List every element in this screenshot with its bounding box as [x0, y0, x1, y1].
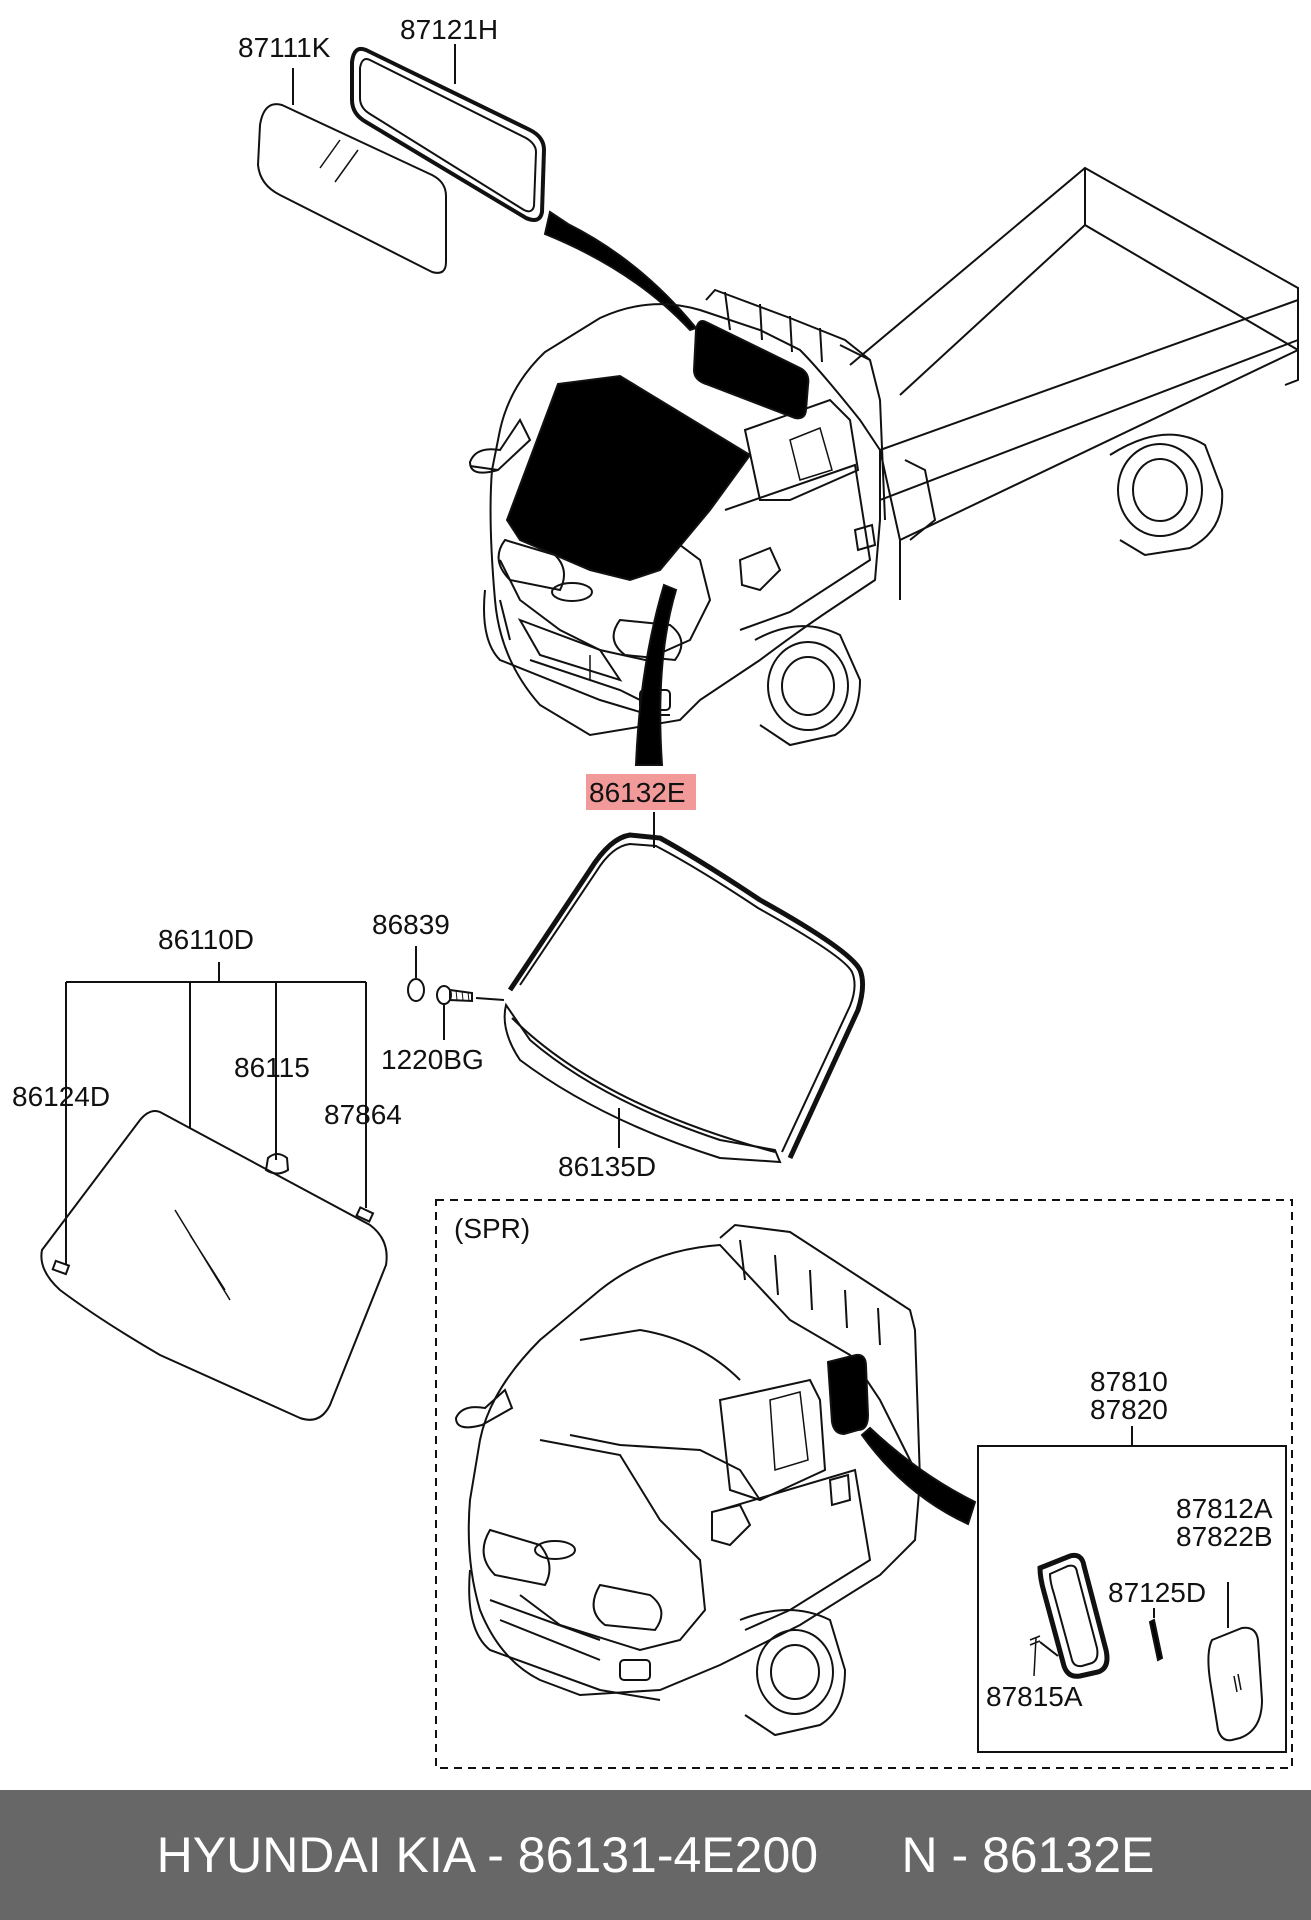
- part-86110d-glass[interactable]: [40, 1110, 388, 1421]
- label-87810[interactable]: 87810: [1090, 1366, 1168, 1397]
- label-87111k: 87111K: [238, 32, 331, 63]
- leader-screw-to-strip: [475, 997, 505, 1001]
- label-87822b[interactable]: 87822B: [1176, 1521, 1273, 1552]
- label-86135d[interactable]: 86135D: [558, 1151, 656, 1182]
- windshield-dark-area: [505, 374, 752, 582]
- part-87125d-moulding[interactable]: [1148, 1618, 1164, 1662]
- label-87812a[interactable]: 87812A: [1176, 1493, 1273, 1524]
- part-86839-clip[interactable]: [407, 978, 425, 1002]
- label-spr: (SPR): [454, 1213, 530, 1244]
- label-1220bg[interactable]: 1220BG: [381, 1044, 484, 1075]
- footer-alt-number: N - 86132E: [901, 1827, 1155, 1883]
- pointer-arrow-rear-window: [543, 210, 698, 332]
- highlight-86132e: [586, 774, 696, 810]
- spr-quarter-window-dark: [826, 1353, 870, 1436]
- bracket-86110d: [65, 962, 367, 1265]
- label-86839[interactable]: 86839: [372, 909, 450, 940]
- part-86132e-molding[interactable]: [507, 832, 866, 1160]
- label-87864[interactable]: 87864: [324, 1099, 402, 1130]
- rear-window-dark-area: [692, 320, 810, 420]
- label-87121h: 87121H: [400, 14, 498, 45]
- footer-bar: HYUNDAI KIA - 86131-4E200 N - 86132E: [0, 1790, 1311, 1920]
- label-86124d[interactable]: 86124D: [12, 1081, 110, 1112]
- part-86135d-cowl-strip[interactable]: [503, 1002, 782, 1164]
- part-86115-sensor[interactable]: [264, 1153, 290, 1175]
- pointer-arrow-spr: [860, 1426, 977, 1526]
- part-1220bg-screw[interactable]: [436, 985, 473, 1005]
- footer-part-number: HYUNDAI KIA - 86131-4E200: [156, 1827, 819, 1883]
- pointer-arrow-windshield: [634, 583, 678, 766]
- part-87812a-glass[interactable]: [1207, 1626, 1264, 1742]
- label-86132e[interactable]: 86132E: [589, 777, 686, 808]
- part-87810-quarter-glass-assy[interactable]: [1037, 1553, 1110, 1679]
- spr-variant-box: [435, 1199, 1293, 1769]
- label-87815a[interactable]: 87815A: [986, 1681, 1083, 1712]
- part-87815a-clip[interactable]: [1029, 1635, 1059, 1677]
- spr-truck-illustration[interactable]: [454, 1223, 922, 1737]
- part-86124d-label[interactable]: [51, 1259, 71, 1276]
- part-87111k-glass[interactable]: [256, 103, 447, 274]
- part-87864-label[interactable]: [355, 1206, 375, 1223]
- label-87820[interactable]: 87820: [1090, 1394, 1168, 1425]
- windshield-parts-diagram: 87111K 87121H 86132E 86110D 86839 1220BG…: [12, 14, 1299, 1769]
- part-87121h-weatherstrip[interactable]: [350, 46, 547, 222]
- label-86115[interactable]: 86115: [234, 1052, 310, 1083]
- label-86110d[interactable]: 86110D: [158, 924, 254, 955]
- footer-gap: [818, 1826, 901, 1884]
- label-87125d[interactable]: 87125D: [1108, 1577, 1206, 1608]
